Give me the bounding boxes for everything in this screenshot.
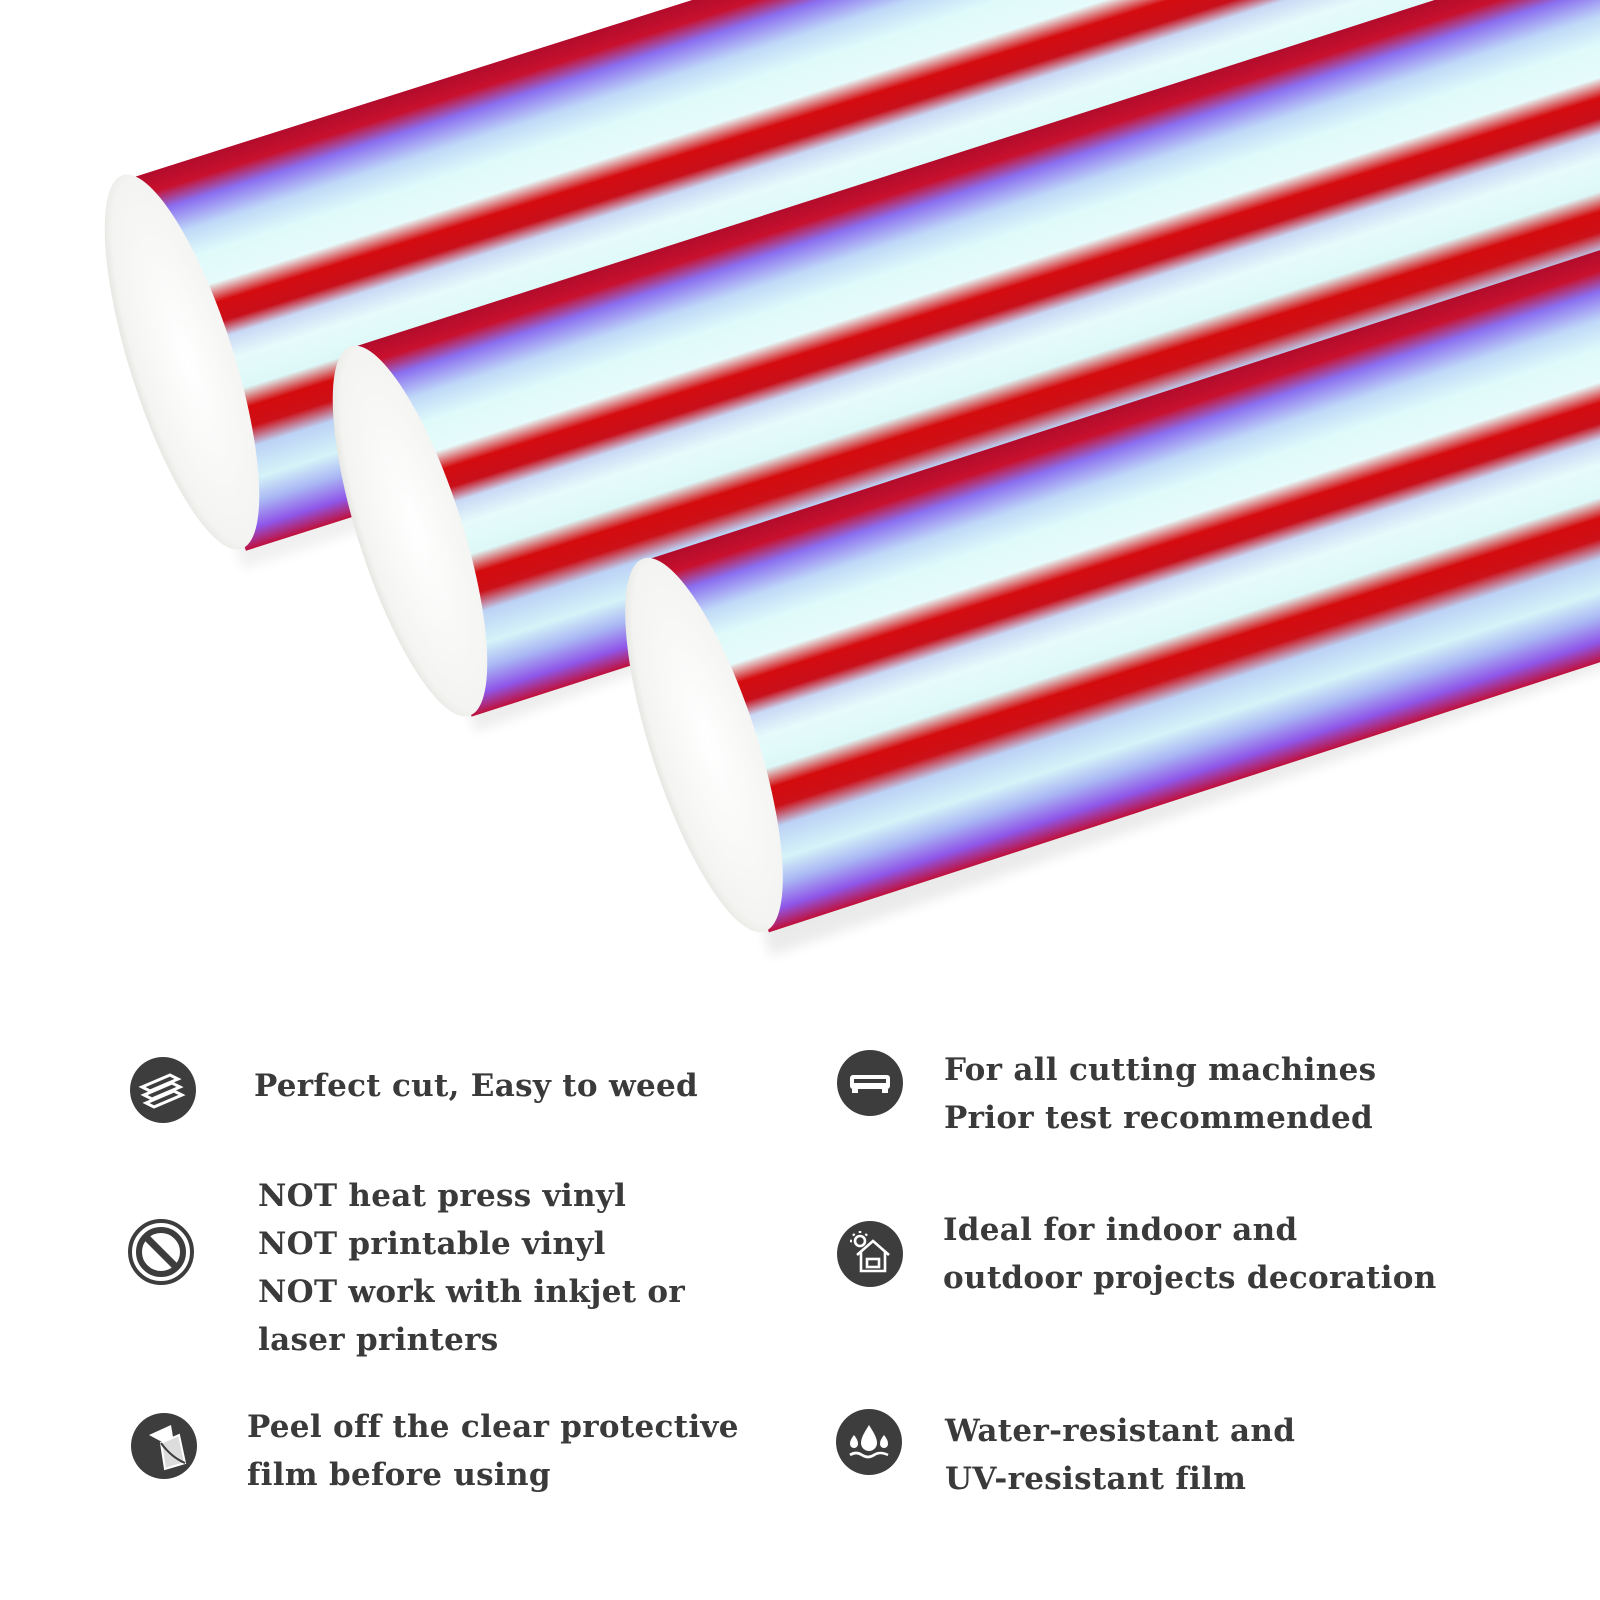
feature-not-heat-press-line-2: NOT printable vinyl [258,1226,606,1262]
feature-not-heat-press-line-1: NOT heat press vinyl [258,1178,627,1214]
vinyl-rolls-image [104,0,1600,956]
house-sun-icon [837,1221,903,1287]
water-drops-icon [836,1409,902,1475]
feature-peel-off-line-2: film before using [247,1457,551,1493]
feature-water-resistant-line-1: Water-resistant and [945,1413,1296,1449]
feature-perfect-cut-line-1: Perfect cut, Easy to weed [254,1068,698,1104]
peel-film-icon [131,1413,197,1479]
layered-sheets-icon [130,1057,196,1123]
feature-indoor-outdoor-line-2: outdoor projects decoration [943,1260,1437,1296]
cutting-machine-icon [837,1050,903,1116]
feature-peel-off-line-1: Peel off the clear protective [247,1409,739,1445]
feature-cutting-machines-line-1: For all cutting machines [944,1052,1377,1088]
feature-indoor-outdoor-line-1: Ideal for indoor and [943,1212,1298,1248]
feature-water-resistant-line-2: UV-resistant film [945,1461,1247,1497]
feature-cutting-machines-line-2: Prior test recommended [944,1100,1373,1136]
feature-not-heat-press-line-3: NOT work with inkjet or [258,1274,686,1310]
feature-not-heat-press-line-4: laser printers [258,1322,499,1358]
roll-3 [625,157,1600,956]
prohibited-icon [128,1219,194,1285]
